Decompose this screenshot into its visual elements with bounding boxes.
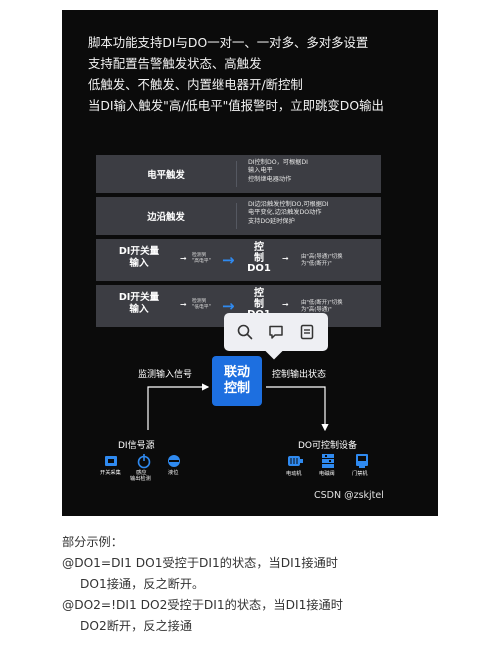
center-line: 联动 <box>223 365 250 380</box>
arrow-right-icon: ➞ <box>282 300 289 309</box>
divider <box>236 161 237 187</box>
example-title: 部分示例： <box>62 535 123 549</box>
table-row-level: 电平触发 DI控制DO，可根据DI 输入电平 控制继电器动作 <box>96 155 381 193</box>
arrow-right-icon: ➞ <box>180 300 187 309</box>
example-section: 部分示例： @DO1=DI1 DO1受控于DI1的状态，当DI1接通时 DO1接… <box>62 532 438 637</box>
sensor-icon <box>137 454 151 469</box>
intro-line: 当DI输入触发"高/低电平"值报警时，立即跳变DO输出 <box>88 98 384 113</box>
image-action-toolbar <box>224 313 328 351</box>
ctl-line: 制 <box>254 252 264 264</box>
mini-line: 检测到 <box>192 253 207 258</box>
mini-line: "低电平" <box>192 304 211 310</box>
motor-icon <box>288 456 303 466</box>
detect-note: 检测到 "高电平" <box>192 253 211 265</box>
device-icon-label: 门禁机 <box>352 471 368 477</box>
example-line: DO2断开，反之接通 <box>80 619 193 633</box>
level-icon <box>168 455 180 467</box>
row-description: DI边沿触发控制DO,可根据DI 电平变化,边沿触发DO动作 支持DO延时保护 <box>248 201 378 226</box>
flow-connectors <box>147 383 329 432</box>
center-line: 控制 <box>223 381 250 396</box>
note-icon <box>300 324 313 340</box>
ctl-line: 制 <box>254 298 264 310</box>
intro-line: 低触发、不触发、内置继电器开/断控制 <box>88 77 303 92</box>
comment-button[interactable] <box>264 320 288 344</box>
desc-line: 控制继电器动作 <box>248 175 292 183</box>
note-line: 由"低(断开)"切换 <box>301 300 343 306</box>
comment-icon <box>269 325 283 339</box>
detect-note: 检测到 "低电平" <box>192 299 211 311</box>
desc-line: DI边沿触发控制DO,可根据DI <box>248 201 329 208</box>
note-line: 由"高(导通)"切换 <box>301 254 343 260</box>
valve-icon <box>322 454 334 468</box>
ctl-line: 控 <box>254 288 264 299</box>
control-do1: 控 制 DO1 <box>244 242 274 275</box>
ctl-line: 控 <box>254 242 264 253</box>
di-label-line: 输入 <box>129 257 149 269</box>
door-icon <box>356 454 368 468</box>
source-icon-label: 开关采集 <box>100 470 121 476</box>
search-button[interactable] <box>233 320 257 344</box>
di-label-line: DI开关量 <box>118 292 160 303</box>
row-label: 电平触发 <box>147 170 185 181</box>
di-input-label: DI开关量 输入 <box>100 292 178 315</box>
intro-text: 脚本功能支持DI与DO一对一、一对多、多对多设置 支持配置告警触发状态、高触发 … <box>88 32 428 116</box>
switch-icon <box>105 456 117 466</box>
note-line: 为"低(断开)" <box>301 260 332 267</box>
di-source-label: DI信号源 <box>118 441 155 451</box>
device-icon-label: 电动机 <box>286 471 302 477</box>
example-line: DO1接通，反之断开。 <box>80 577 205 591</box>
note-line: 为"高(导通)" <box>301 306 332 313</box>
search-icon <box>238 324 253 340</box>
blue-arrow-icon: → <box>222 297 235 315</box>
source-icon-label: 液位 <box>168 470 179 476</box>
control-output-label: 控制输出状态 <box>272 370 327 380</box>
arrow-right-icon: ➞ <box>180 254 187 263</box>
note-button[interactable] <box>295 320 319 344</box>
desc-line: 输入电平 <box>248 167 273 175</box>
row-description: DI控制DO，可根据DI 输入电平 控制继电器动作 <box>248 159 378 184</box>
example-line: @DO1=DI1 DO1受控于DI1的状态，当DI1接通时 <box>62 556 338 570</box>
monitor-input-label: 监测输入信号 <box>138 370 193 380</box>
desc-line: 支持DO延时保护 <box>248 217 295 225</box>
article-image: 脚本功能支持DI与DO一对一、一对多、多对多设置 支持配置告警触发状态、高触发 … <box>62 10 438 516</box>
do-device-label: DO可控制设备 <box>298 441 358 451</box>
source-icon-label: 输出检测 <box>130 476 151 482</box>
intro-line: 支持配置告警触发状态、高触发 <box>88 56 262 71</box>
row-label: 边沿触发 <box>147 212 185 223</box>
ctl-line: DO1 <box>247 263 271 274</box>
example-line: @DO2=!DI1 DO2受控于DI1的状态，当DI1接通时 <box>62 598 343 612</box>
table-row-di-high: DI开关量 输入 ➞ 检测到 "高电平" → 控 制 DO1 ➞ 由"高(导通)… <box>96 239 381 281</box>
di-label-line: 输入 <box>129 303 149 315</box>
mini-line: 检测到 <box>192 299 207 304</box>
arrow-right-icon: ➞ <box>282 254 289 263</box>
source-icon-label: 感应 <box>136 470 147 476</box>
divider <box>236 203 237 229</box>
intro-line: 脚本功能支持DI与DO一对一、一对多、多对多设置 <box>88 35 369 50</box>
table-row-edge: 边沿触发 DI边沿触发控制DO,可根据DI 电平变化,边沿触发DO动作 支持DO… <box>96 197 381 235</box>
desc-line: 电平变化,边沿触发DO动作 <box>248 209 322 217</box>
mini-line: "高电平" <box>192 258 211 264</box>
linkage-control-box: 联动 控制 <box>212 356 262 406</box>
switch-note: 由"高(导通)"切换 为"低(断开)" <box>301 254 343 267</box>
device-icon-label: 电磁阀 <box>319 471 335 477</box>
desc-line: DI控制DO，可根据DI <box>248 159 308 166</box>
watermark-credit: CSDN @zskjtel <box>314 490 384 501</box>
switch-note: 由"低(断开)"切换 为"高(导通)" <box>301 300 343 313</box>
blue-arrow-icon: → <box>222 251 235 269</box>
di-input-label: DI开关量 输入 <box>100 246 178 269</box>
di-label-line: DI开关量 <box>118 246 160 257</box>
